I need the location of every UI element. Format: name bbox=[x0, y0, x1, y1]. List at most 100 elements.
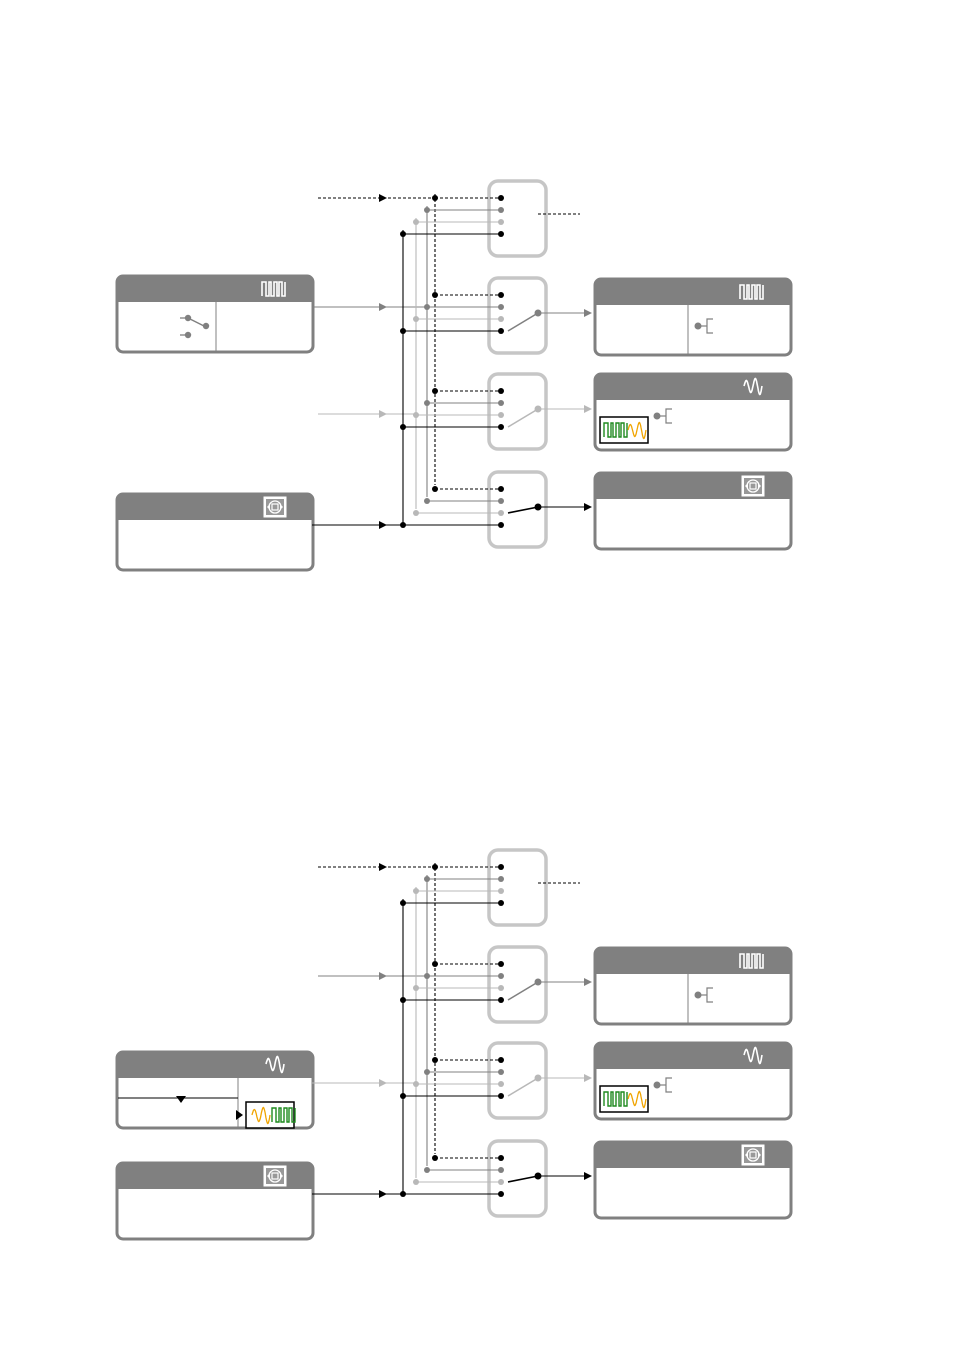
junction-dot bbox=[432, 1155, 438, 1161]
arrowhead bbox=[584, 503, 592, 511]
arrowhead bbox=[584, 309, 592, 317]
pulse-wave-icon bbox=[261, 281, 286, 297]
signal-badge bbox=[245, 1101, 296, 1129]
arrowhead bbox=[584, 405, 592, 413]
signal-line bbox=[507, 506, 539, 514]
junction-dot bbox=[498, 864, 504, 870]
signal-badge bbox=[599, 416, 649, 444]
junction-dot bbox=[413, 985, 419, 991]
junction-dot bbox=[498, 522, 504, 528]
device-box-header bbox=[595, 948, 791, 974]
sine-wave-icon bbox=[627, 421, 647, 440]
selector-switch-4 bbox=[400, 470, 592, 549]
junction-dot bbox=[498, 900, 504, 906]
junction-dot bbox=[400, 328, 406, 334]
junction-dot bbox=[413, 316, 419, 322]
sine-wave-icon bbox=[251, 1106, 271, 1125]
junction-dot bbox=[498, 498, 504, 504]
selector-frame bbox=[487, 179, 548, 258]
junction-dot bbox=[498, 1057, 504, 1063]
pulse-wave-icon bbox=[739, 284, 764, 300]
junction-dot bbox=[498, 876, 504, 882]
junction-dot bbox=[424, 304, 430, 310]
arrowhead bbox=[379, 863, 387, 871]
junction-dot bbox=[498, 219, 504, 225]
output-box-analog-out bbox=[593, 1041, 793, 1121]
device-box-header bbox=[595, 279, 791, 305]
junction-dot bbox=[498, 1179, 504, 1185]
junction-dot bbox=[498, 231, 504, 237]
output-box-video-out bbox=[593, 1140, 793, 1220]
junction-dot bbox=[432, 388, 438, 394]
junction-dot bbox=[498, 985, 504, 991]
pulse-wave-icon bbox=[603, 422, 628, 438]
arrowhead bbox=[379, 194, 387, 202]
output-box-pulse-out bbox=[593, 946, 793, 1026]
video-icon bbox=[741, 1144, 765, 1166]
connector-icon bbox=[653, 408, 672, 424]
device-box-header bbox=[595, 1043, 791, 1069]
source-box-video-source bbox=[115, 1161, 315, 1241]
source-box-video-source bbox=[115, 492, 315, 572]
selector-switch-4 bbox=[400, 1139, 592, 1218]
video-icon bbox=[263, 1165, 287, 1187]
junction-dot bbox=[424, 498, 430, 504]
junction-dot bbox=[498, 961, 504, 967]
junction-dot bbox=[432, 864, 438, 870]
arrowhead bbox=[379, 972, 387, 980]
junction-dot bbox=[498, 316, 504, 322]
junction-dot bbox=[498, 400, 504, 406]
pulse-wave-icon bbox=[271, 1107, 296, 1123]
video-icon bbox=[263, 496, 287, 518]
junction-dot bbox=[498, 195, 504, 201]
junction-dot bbox=[400, 997, 406, 1003]
junction-dot bbox=[413, 888, 419, 894]
signal-badge bbox=[599, 1085, 649, 1113]
switch-symbol-icon bbox=[180, 314, 210, 339]
junction-dot bbox=[432, 1057, 438, 1063]
junction-dot bbox=[413, 1179, 419, 1185]
device-box-header bbox=[117, 276, 313, 302]
selector-switch-1 bbox=[400, 848, 580, 927]
chevron-down-icon bbox=[176, 1096, 186, 1103]
arrowhead bbox=[584, 978, 592, 986]
output-box-pulse-out bbox=[593, 277, 793, 357]
routing-diagram-bottom bbox=[115, 848, 793, 1241]
pulse-wave-icon bbox=[603, 1091, 628, 1107]
junction-dot bbox=[498, 304, 504, 310]
selector-switch-3 bbox=[400, 1041, 592, 1120]
junction-dot bbox=[498, 510, 504, 516]
junction-dot bbox=[424, 400, 430, 406]
source-box-analog-source bbox=[115, 1050, 315, 1130]
chevron-right-icon bbox=[236, 1110, 243, 1120]
sine-wave-icon bbox=[265, 1055, 285, 1074]
junction-dot bbox=[400, 1093, 406, 1099]
junction-dot bbox=[413, 1081, 419, 1087]
junction-dot bbox=[432, 961, 438, 967]
signal-line bbox=[507, 312, 539, 332]
junction-dot bbox=[413, 412, 419, 418]
junction-dot bbox=[498, 388, 504, 394]
output-box-analog-out bbox=[593, 372, 793, 452]
junction-dot bbox=[400, 424, 406, 430]
junction-dot bbox=[413, 219, 419, 225]
sine-wave-icon bbox=[743, 1046, 763, 1065]
video-icon bbox=[741, 475, 765, 497]
arrowhead bbox=[584, 1074, 592, 1082]
selector-switch-2 bbox=[400, 276, 592, 355]
junction-dot bbox=[432, 195, 438, 201]
junction-dot bbox=[400, 900, 406, 906]
junction-dot bbox=[498, 1093, 504, 1099]
junction-dot bbox=[498, 973, 504, 979]
junction-dot bbox=[498, 207, 504, 213]
device-box-header bbox=[117, 1052, 313, 1078]
junction-dot bbox=[498, 486, 504, 492]
junction-dot bbox=[498, 1167, 504, 1173]
sine-wave-icon bbox=[627, 1090, 647, 1109]
device-box-header bbox=[595, 374, 791, 400]
connector-icon bbox=[694, 987, 713, 1003]
junction-dot bbox=[400, 1191, 406, 1197]
junction-dot bbox=[432, 292, 438, 298]
selector-frame bbox=[487, 848, 548, 927]
arrowhead bbox=[379, 1190, 387, 1198]
